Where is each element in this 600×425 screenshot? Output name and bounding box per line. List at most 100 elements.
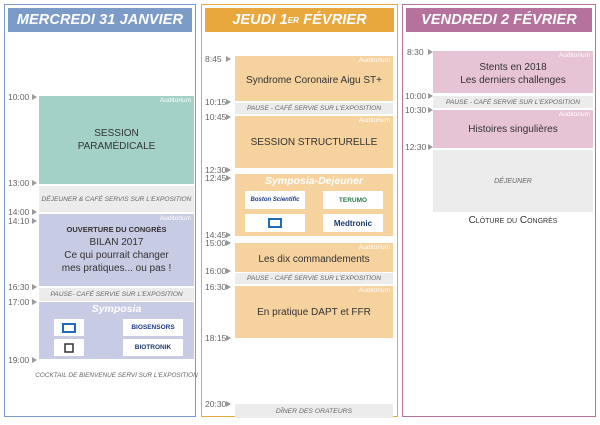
structurelle-title: SESSION STRUCTURELLE — [250, 136, 378, 148]
room-tag: Auditorium — [358, 244, 390, 251]
time-label: 20:30 — [205, 399, 227, 409]
session-histoires-singulieres[interactable]: Auditorium Histoires singulières — [433, 110, 593, 148]
session-title-line1: SESSION — [94, 128, 139, 139]
stents-line1: Stents en 2018 — [479, 62, 547, 73]
time-label: 10:45 — [205, 112, 227, 122]
biosensors-logo-text: BIOSENSORS — [131, 324, 175, 331]
terumo-logo-text: TERUMO — [338, 196, 368, 204]
time-label: 13:00 — [8, 178, 30, 188]
time-arrow-icon — [226, 56, 231, 62]
jeudi-header-sup: ER — [287, 15, 300, 25]
vendredi-header-text: VENDREDI 2 FÉVRIER — [421, 12, 577, 28]
session-paramedicale[interactable]: Auditorium SESSION PARAMÉDICALE — [39, 96, 194, 184]
syndrome-title: Syndrome Coronaire Aigu ST+ — [246, 75, 382, 86]
time-label: 18:15 — [205, 333, 227, 343]
jeudi-header-end: FÉVRIER — [299, 12, 367, 28]
coffee-break: PAUSE - CAFÉ SERVIE SUR L'EXPOSITION — [235, 103, 393, 114]
time-label: 8:45 — [205, 54, 222, 64]
vendredi-column — [402, 4, 596, 417]
bilan-line2: Ce qui pourrait changer — [64, 250, 169, 261]
time-label: 10:00 — [8, 92, 30, 102]
time-arrow-icon — [428, 49, 433, 55]
mercredi-column — [4, 4, 196, 417]
time-arrow-icon — [226, 268, 231, 274]
symposia-block: Symposia BIOSENSORS BIOTRONIK — [39, 302, 194, 359]
room-tag: Auditorium — [358, 57, 390, 64]
terumo-logo: TERUMO — [323, 191, 383, 209]
medtronic-logo: Medtronic — [323, 214, 383, 232]
time-arrow-icon — [32, 357, 37, 363]
time-arrow-icon — [226, 167, 231, 173]
time-arrow-icon — [226, 284, 231, 290]
time-arrow-icon — [32, 299, 37, 305]
time-label: 8:30 — [407, 47, 424, 57]
coffee-break-text: PAUSE - CAFÉ SERVIE SUR L'EXPOSITION — [246, 275, 382, 282]
coffee-break-text: PAUSE - CAFÉ SERVIE SUR L'EXPOSITION — [445, 98, 581, 106]
coffee-break-text: PAUSE - CAFÉ SERVIE SUR L'EXPOSITION — [246, 105, 382, 112]
time-arrow-icon — [428, 93, 433, 99]
boston-scientific-logo-text: Boston Scientific — [250, 197, 300, 203]
time-arrow-icon — [32, 209, 37, 215]
time-arrow-icon — [32, 94, 37, 100]
time-label: 19:00 — [8, 355, 30, 365]
cloture-text: Clôture du Congrès — [468, 215, 558, 226]
jeudi-header-main: JEUDI 1 — [232, 12, 288, 28]
time-arrow-icon — [32, 180, 37, 186]
coffee-break: PAUSE - CAFÉ SERVIE SUR L'EXPOSITION — [235, 273, 393, 284]
time-label: 17:00 — [8, 297, 30, 307]
time-label: 14:10 — [8, 216, 30, 226]
symposia-dejeuner-title: Symposia-Dejeuner — [264, 175, 364, 187]
time-arrow-icon — [32, 284, 37, 290]
time-label: 10:00 — [405, 91, 427, 101]
time-arrow-icon — [226, 401, 231, 407]
time-arrow-icon — [226, 335, 231, 341]
coffee-break: PAUSE - CAFÉ SERVIE SUR L'EXPOSITION — [433, 96, 593, 108]
time-arrow-icon — [32, 218, 37, 224]
symposia-dejeuner-block: Symposia-Dejeuner Boston Scientific TERU… — [235, 174, 393, 236]
time-label: 12:30 — [205, 165, 227, 175]
bilan-heading: OUVERTURE DU CONGRÈS — [66, 225, 167, 234]
dejeuner-block: DÉJEUNER — [433, 150, 593, 212]
session-stents-2018[interactable]: Auditorium Stents en 2018 Les derniers c… — [433, 51, 593, 93]
time-arrow-icon — [226, 99, 231, 105]
time-label: 10:30 — [405, 105, 427, 115]
time-arrow-icon — [226, 240, 231, 246]
room-tag: Auditorium — [558, 111, 590, 118]
room-tag: Auditorium — [358, 287, 390, 294]
bilan-line3: mes pratiques... ou pas ! — [61, 263, 172, 274]
biotronik-logo-text: BIOTRONIK — [134, 344, 172, 351]
abbott-logo — [54, 319, 84, 336]
cocktail-break: COCKTAIL DE BIENVENUE SERVI SUR L'EXPOSI… — [35, 368, 198, 382]
time-label: 16:30 — [205, 282, 227, 292]
time-label: 14:45 — [205, 230, 227, 240]
room-tag: Auditorium — [558, 52, 590, 59]
symposia-title: Symposia — [91, 303, 142, 315]
session-syndrome-coronaire[interactable]: Auditorium Syndrome Coronaire Aigu ST+ — [235, 56, 393, 101]
dapt-title: En pratique DAPT et FFR — [257, 306, 371, 318]
time-arrow-icon — [226, 114, 231, 120]
abbott-logo — [245, 214, 305, 232]
time-arrow-icon — [428, 144, 433, 150]
session-bilan-2017[interactable]: Auditorium OUVERTURE DU CONGRÈS BILAN 20… — [39, 214, 194, 286]
time-arrow-icon — [226, 175, 231, 181]
diner-text: DÎNER DES ORATEURS — [275, 407, 353, 415]
session-structurelle[interactable]: Auditorium SESSION STRUCTURELLE — [235, 116, 393, 168]
session-dix-commandements[interactable]: Auditorium Les dix commandements — [235, 243, 393, 272]
time-label: 15:00 — [205, 238, 227, 248]
room-tag: Auditorium — [159, 215, 191, 222]
cocktail-text: COCKTAIL DE BIENVENUE SERVI SUR L'EXPOSI… — [35, 371, 198, 379]
lunch-break: DÉJEUNER & CAFÉ SERVIS SUR L'EXPOSITION — [39, 186, 194, 212]
cordis-logo — [54, 339, 84, 356]
mercredi-header-text: MERCREDI 31 JANVIER — [16, 12, 184, 28]
dejeuner-text: DÉJEUNER — [494, 177, 532, 185]
time-arrow-icon — [226, 232, 231, 238]
room-tag: Auditorium — [358, 117, 390, 124]
cloture-congres: Clôture du Congrès — [433, 215, 593, 229]
session-title-line2: PARAMÉDICALE — [77, 141, 156, 152]
bilan-line1: BILAN 2017 — [89, 237, 144, 248]
biotronik-logo: BIOTRONIK — [123, 339, 183, 356]
session-dapt-ffr[interactable]: Auditorium En pratique DAPT et FFR — [235, 286, 393, 338]
commandements-title: Les dix commandements — [258, 253, 370, 265]
time-arrow-icon — [428, 107, 433, 113]
coffee-break-text: PAUSE- CAFÉ SERVIE SUR L'EXPOSITION — [50, 291, 183, 298]
